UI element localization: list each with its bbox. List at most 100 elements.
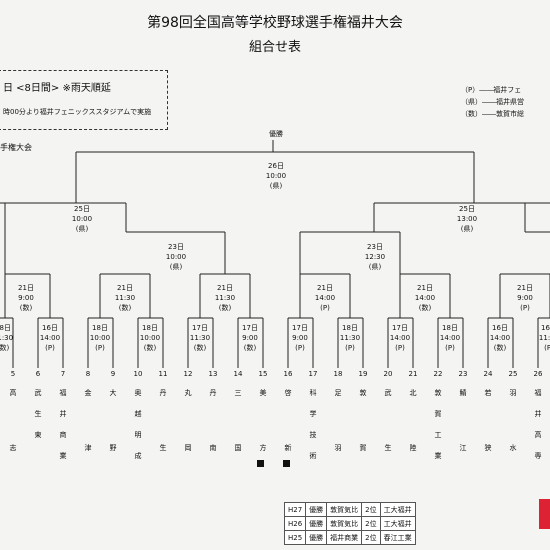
- team-name-char: 大: [110, 388, 117, 397]
- team-name-char: 武: [35, 388, 42, 397]
- r1-match-venue: (P): [445, 344, 455, 352]
- team-name-char: 業: [60, 451, 67, 460]
- team-number: 24: [484, 370, 493, 378]
- marker-square: [257, 460, 264, 467]
- r2-match-date: 21日: [117, 284, 133, 292]
- team-name-char: 生: [385, 443, 392, 452]
- r2-match-venue: (数): [219, 303, 232, 312]
- team-name-char: 陸: [410, 443, 417, 452]
- r2-match-date: 21日: [417, 284, 433, 292]
- r1-match-date: 17日: [292, 324, 308, 332]
- r1-match-date: 16日: [42, 324, 58, 332]
- team-name-char: 狭: [485, 443, 492, 452]
- champion-label: 優勝: [269, 129, 283, 138]
- qf-match-venue: (県): [369, 263, 382, 271]
- history-cell: 優勝: [305, 502, 328, 517]
- team-name-char: 野: [110, 444, 117, 452]
- team-name-char: 生: [160, 443, 167, 452]
- team-number: 19: [359, 370, 368, 378]
- history-cell: 2位: [361, 516, 381, 531]
- team-name-char: 専: [535, 451, 542, 460]
- red-logo-fragment: [539, 499, 550, 529]
- team-name-char: 丸: [185, 388, 192, 397]
- qf-match-time: 10:00: [166, 253, 186, 261]
- team-name-char: 方: [260, 443, 267, 452]
- history-cell: 2位: [361, 502, 381, 517]
- team-name-char: 業: [435, 451, 442, 460]
- r1-match-venue: (数): [494, 343, 507, 352]
- r1-match-time: 14:00: [440, 334, 460, 342]
- team-number: 7: [61, 370, 65, 378]
- team-name-char: 福: [60, 388, 67, 397]
- r1-match-time: 11:30: [539, 334, 550, 342]
- legend-item: （P）――福井フェ: [461, 86, 522, 94]
- r1-match-date: 18日: [342, 324, 358, 332]
- qf-match-date: 23日: [168, 243, 184, 251]
- team-name-char: 水: [510, 443, 517, 452]
- side-label: 手権大会: [0, 143, 32, 152]
- team-number: 14: [234, 370, 243, 378]
- r2-match-venue: (数): [119, 303, 132, 312]
- r1-match-time: 11:30: [340, 334, 360, 342]
- team-name-char: 奥: [135, 388, 142, 397]
- schedule-line-1: 日 <8日間> ※雨天順延: [3, 83, 111, 94]
- team-name-char: 術: [310, 451, 317, 460]
- r1-match-date: 17日: [392, 324, 408, 332]
- team-name-char: 敦: [360, 388, 367, 397]
- team-name-char: 足: [335, 389, 342, 397]
- r2-match-date: 21日: [517, 284, 533, 292]
- team-number: 18: [334, 370, 343, 378]
- marker-square: [283, 460, 290, 467]
- team-name-char: 啓: [285, 388, 292, 397]
- team-number: 16: [284, 370, 293, 378]
- history-cell: H25: [283, 530, 307, 545]
- team-name-char: 丹: [210, 389, 217, 397]
- team-number: 6: [36, 370, 41, 378]
- r1-match-date: 17日: [192, 324, 208, 332]
- r2-match-time: 11:30: [115, 294, 135, 302]
- team-name-char: 明: [135, 431, 142, 439]
- team-name-char: 科: [310, 388, 317, 397]
- team-name-char: 丹: [160, 389, 167, 397]
- team-name-char: 高: [10, 388, 17, 397]
- final-match-date: 26日: [268, 162, 284, 170]
- team-name-char: 北: [410, 389, 417, 397]
- team-number: 22: [434, 370, 443, 378]
- team-name-char: 東: [35, 430, 42, 439]
- semi-match-date: 25日: [459, 205, 475, 213]
- schedule-line-2: 時00分より福井フェニックススタジアムで実施: [3, 108, 152, 116]
- history-cell: 工大福井: [379, 516, 416, 531]
- r1-match-venue: (P): [345, 344, 355, 352]
- r2-match-venue: (数): [419, 303, 432, 312]
- team-name-char: 賀: [360, 443, 367, 452]
- team-name-char: 学: [310, 409, 317, 418]
- r1-match-venue: (数): [0, 343, 9, 352]
- r2-match-venue: (数): [20, 303, 33, 312]
- team-name-char: 津: [85, 444, 92, 452]
- r2-match-date: 21日: [217, 284, 233, 292]
- r1-match-time: 11:30: [0, 334, 13, 342]
- qf-match-venue: (県): [170, 263, 183, 271]
- team-name-char: 若: [485, 388, 492, 397]
- r1-match-date: 18日: [0, 324, 11, 332]
- r1-match-time: 10:00: [140, 334, 160, 342]
- r2-match-time: 14:00: [415, 294, 435, 302]
- semi-match-date: 25日: [74, 205, 90, 213]
- team-number: 8: [86, 370, 90, 378]
- r1-match-venue: (数): [144, 343, 157, 352]
- team-number: 23: [459, 370, 468, 378]
- r1-match-venue: (P): [95, 344, 105, 352]
- team-name-char: 井: [60, 409, 67, 418]
- history-cell: 2位: [361, 530, 381, 545]
- r2-match-date: 21日: [317, 284, 333, 292]
- team-name-char: 志: [10, 443, 17, 452]
- page-title: 第98回全国高等学校野球選手権福井大会: [147, 15, 403, 31]
- team-name-char: 美: [260, 388, 267, 397]
- r1-match-time: 14:00: [490, 334, 510, 342]
- team-number: 9: [111, 370, 115, 378]
- team-number: 15: [259, 370, 268, 378]
- team-number: 11: [159, 370, 168, 378]
